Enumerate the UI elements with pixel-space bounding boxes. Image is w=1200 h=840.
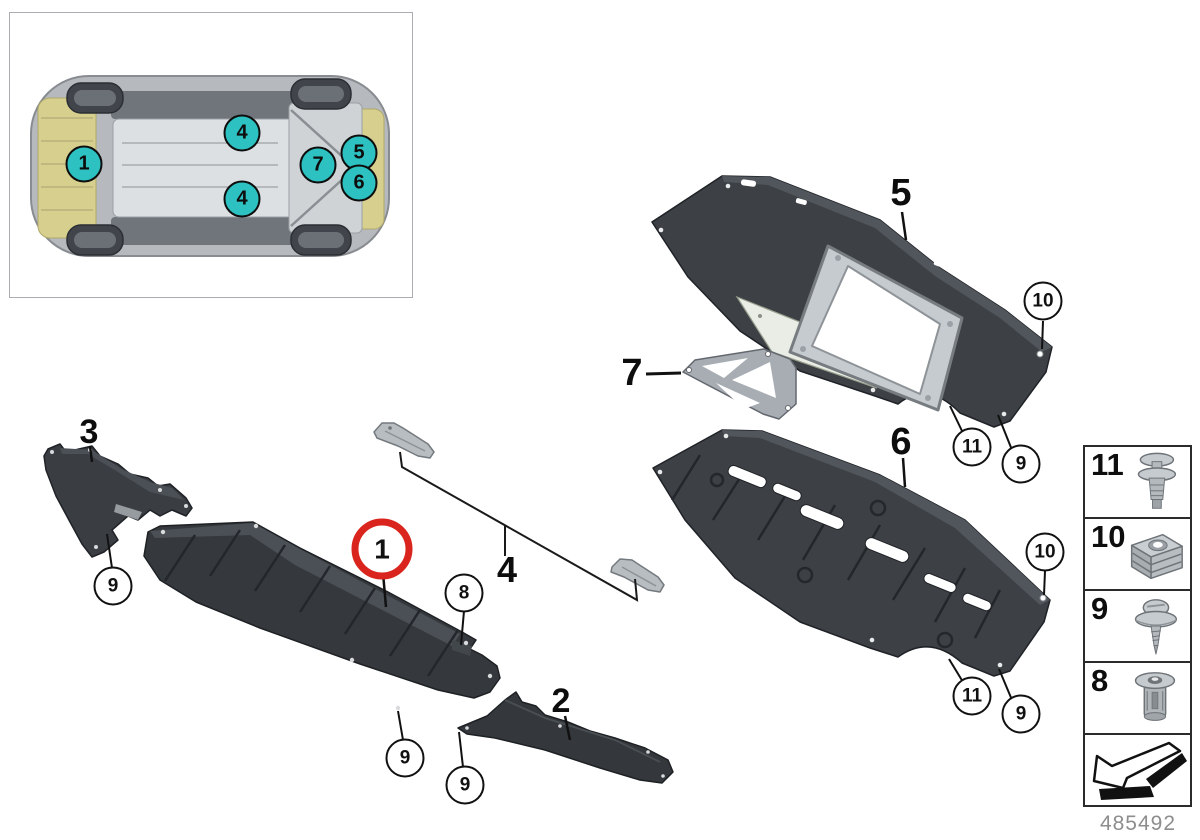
legend-item-9[interactable]: 9 xyxy=(1083,589,1192,663)
legend-item-10[interactable]: 10 xyxy=(1083,517,1192,591)
callout-label: 9 xyxy=(399,747,411,768)
callout-label: 8 xyxy=(458,582,470,603)
washer-screw-icon xyxy=(1134,599,1178,655)
expansion-rivet-icon xyxy=(1137,452,1177,509)
callout-9-part6[interactable]: 9 xyxy=(1001,694,1041,734)
direction-arrow-icon xyxy=(1092,741,1187,800)
legend-item-8[interactable]: 8 xyxy=(1083,661,1192,735)
callout-9-part2[interactable]: 9 xyxy=(445,765,485,805)
callout-8-part1[interactable]: 8 xyxy=(444,573,484,613)
car-hotspot-4a-label: 4 xyxy=(236,121,248,144)
part-3-shape xyxy=(43,443,193,558)
car-hotspot-4b-label: 4 xyxy=(236,187,248,210)
callout-label: 9 xyxy=(1015,703,1027,724)
expanding-nut-icon xyxy=(1134,672,1176,721)
car-hotspot-6-label: 6 xyxy=(353,171,365,194)
callout-11-part5[interactable]: 11 xyxy=(952,427,992,467)
callout-10-part6[interactable]: 10 xyxy=(1025,532,1065,572)
callout-9-part1[interactable]: 9 xyxy=(385,738,425,778)
part-label-6[interactable]: 6 xyxy=(890,421,912,463)
part-label-2[interactable]: 2 xyxy=(551,682,571,720)
car-underside-inset: 1 4 4 7 5 6 xyxy=(9,12,413,298)
callout-10-part5[interactable]: 10 xyxy=(1023,281,1063,321)
car-hotspot-7-label: 7 xyxy=(312,153,324,176)
car-hotspot-4b[interactable]: 4 xyxy=(223,180,261,218)
legend-label-8: 8 xyxy=(1091,663,1109,698)
legend-label-11: 11 xyxy=(1091,447,1124,482)
legend-direction-box xyxy=(1083,733,1192,807)
legend-item-11[interactable]: 11 xyxy=(1083,445,1192,519)
part-1-shape xyxy=(143,521,501,711)
cage-nut-icon xyxy=(1130,533,1183,580)
part-label-5[interactable]: 5 xyxy=(890,172,912,214)
callout-9-part3[interactable]: 9 xyxy=(93,566,133,606)
part-label-4[interactable]: 4 xyxy=(496,549,518,590)
part-2-shape xyxy=(457,691,674,784)
diagram-number: 485492 xyxy=(1099,812,1177,835)
part-6-shape xyxy=(652,429,1051,677)
callout-9-part5[interactable]: 9 xyxy=(1001,444,1041,484)
callout-label: 9 xyxy=(459,774,471,795)
part-7-shape xyxy=(682,348,797,420)
callout-label: 11 xyxy=(961,436,983,457)
highlighted-part-1-callout[interactable]: 1 xyxy=(351,518,413,580)
callout-label: 10 xyxy=(1034,541,1056,562)
car-hotspot-4a[interactable]: 4 xyxy=(223,114,261,152)
callout-11-part6[interactable]: 11 xyxy=(952,676,992,716)
callout-label: 9 xyxy=(1015,453,1027,474)
part-5-frame-shape xyxy=(788,244,964,412)
car-hotspot-1[interactable]: 1 xyxy=(65,145,103,183)
callout-label: 10 xyxy=(1032,290,1054,311)
legend-label-9: 9 xyxy=(1091,591,1109,626)
callout-label: 11 xyxy=(961,685,983,706)
highlighted-part-1-label: 1 xyxy=(374,533,390,564)
callout-label: 9 xyxy=(107,575,119,596)
part-label-3[interactable]: 3 xyxy=(79,413,99,451)
car-hotspot-6[interactable]: 6 xyxy=(340,164,378,202)
part-label-7[interactable]: 7 xyxy=(621,352,643,394)
car-hotspot-5-label: 5 xyxy=(353,141,365,164)
car-hotspot-1-label: 1 xyxy=(78,152,90,175)
car-hotspot-7[interactable]: 7 xyxy=(299,146,337,184)
legend-label-10: 10 xyxy=(1091,519,1126,554)
part-4-strips-shape xyxy=(373,422,665,593)
